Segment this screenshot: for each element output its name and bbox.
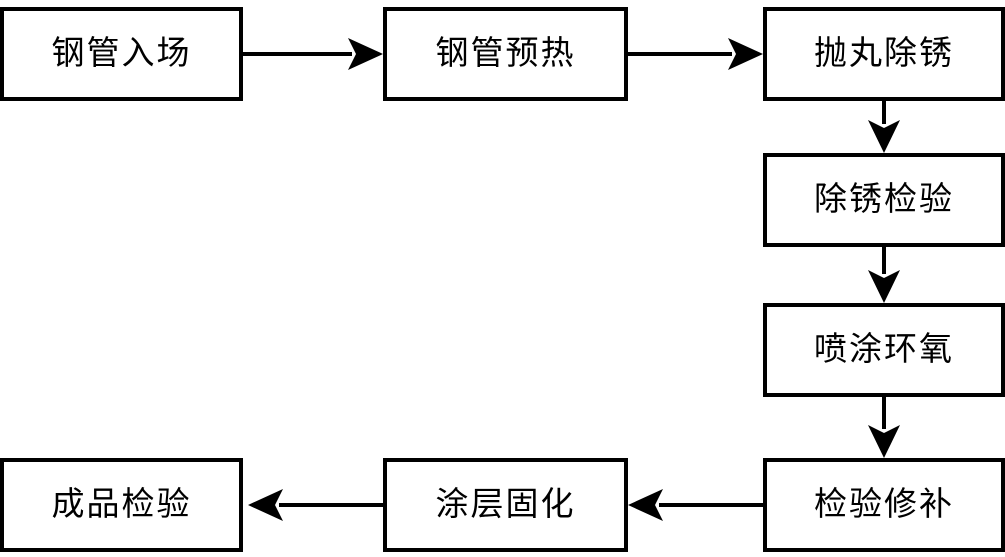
- process-node-label: 抛丸除锈: [814, 35, 954, 72]
- process-node-shot-blast-derust[interactable]: 抛丸除锈: [763, 7, 1005, 101]
- process-node-label: 喷涂环氧: [814, 331, 954, 368]
- edge-n5-to-n6: [868, 397, 900, 458]
- process-node-final-product-inspection[interactable]: 成品检验: [0, 458, 243, 552]
- edge-n3-to-n4: [868, 101, 900, 153]
- process-node-label: 涂层固化: [435, 486, 576, 523]
- process-node-label: 钢管入场: [51, 35, 192, 72]
- process-node-derust-inspection[interactable]: 除锈检验: [763, 153, 1005, 247]
- process-node-label: 钢管预热: [435, 35, 576, 72]
- process-node-label: 成品检验: [51, 486, 192, 523]
- process-node-label: 检验修补: [814, 486, 954, 523]
- process-node-inspection-repair[interactable]: 检验修补: [763, 458, 1005, 552]
- process-node-pipe-preheat[interactable]: 钢管预热: [383, 7, 628, 101]
- edge-n2-to-n3: [628, 38, 763, 70]
- process-node-steel-pipe-entry[interactable]: 钢管入场: [0, 7, 243, 101]
- edge-n7-to-n8: [248, 489, 383, 521]
- process-node-label: 除锈检验: [814, 181, 954, 218]
- process-node-coating-curing[interactable]: 涂层固化: [383, 458, 628, 552]
- edge-n6-to-n7: [628, 489, 763, 521]
- edge-n4-to-n5: [868, 247, 900, 303]
- process-node-epoxy-spray[interactable]: 喷涂环氧: [763, 303, 1005, 397]
- edge-n1-to-n2: [243, 38, 383, 70]
